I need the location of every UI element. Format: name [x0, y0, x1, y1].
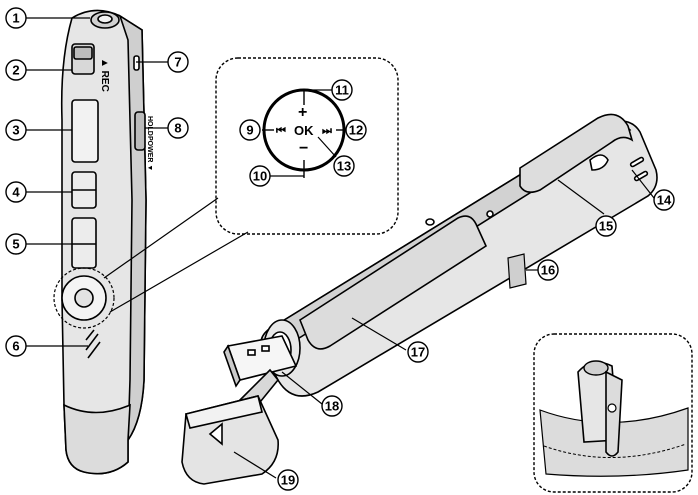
rec-button-top: [73, 46, 93, 60]
dial-highlight-circle: [53, 267, 115, 329]
usb-contact-2: [261, 345, 270, 352]
callout-leaders: [26, 17, 655, 479]
svg-text:14: 14: [657, 193, 672, 208]
dial-plus-label: +: [298, 104, 307, 121]
callout-11: 11: [331, 79, 353, 101]
button-lower[interactable]: [71, 217, 97, 269]
callout-12: 12: [345, 119, 367, 141]
inset-connector-bottom: [109, 231, 249, 313]
callout-3: 3: [5, 119, 27, 141]
callout-7: 7: [167, 51, 189, 73]
svg-text:17: 17: [411, 345, 425, 360]
earphone-jack: [133, 55, 140, 71]
svg-text:18: 18: [325, 399, 339, 414]
svg-text:13: 13: [337, 159, 351, 174]
callout-2: 2: [5, 59, 27, 81]
callout-10: 10: [249, 165, 271, 187]
svg-text:16: 16: [541, 263, 555, 278]
svg-text:6: 6: [12, 339, 19, 354]
svg-text:4: 4: [12, 185, 20, 200]
callout-markers: 1 2 3 4 5 6 7 8 9 10 11 12 13 14 15 16 1…: [5, 7, 675, 491]
svg-text:7: 7: [174, 55, 181, 70]
callout-8: 8: [167, 117, 189, 139]
callout-19: 19: [277, 469, 299, 491]
callout-1: 1: [5, 7, 27, 29]
speaker-grille: [85, 329, 101, 359]
pocket-clip-screw: [607, 403, 617, 413]
svg-text:5: 5: [12, 237, 19, 252]
usb-cap: [181, 368, 280, 485]
clip-screw: [589, 154, 609, 171]
svg-text:11: 11: [335, 83, 349, 98]
callout-18: 18: [321, 395, 343, 417]
svg-text:3: 3: [12, 123, 19, 138]
svg-text:12: 12: [349, 123, 363, 138]
dial-rewind-label: ⏮: [276, 125, 286, 137]
inset-connector-top: [103, 197, 219, 279]
pocket-clip: [605, 370, 623, 457]
power-label: POWER ▼: [146, 136, 153, 171]
recorder-front-view: [60, 9, 147, 475]
belt-clip[interactable]: [519, 113, 634, 194]
usb-contact-1: [247, 349, 256, 356]
display-screen: [71, 99, 99, 163]
callout-4: 4: [5, 181, 27, 203]
hold-power-switch[interactable]: [134, 111, 146, 151]
card-slot-tag: [507, 253, 527, 289]
svg-text:8: 8: [174, 121, 181, 136]
microphone-grille: [97, 14, 113, 24]
dial-minus-label: −: [299, 140, 308, 157]
rec-label: ▲ REC: [99, 58, 110, 92]
pocket-clip-inset: [533, 333, 693, 493]
svg-text:9: 9: [246, 123, 253, 138]
usb-plug-side: [223, 344, 241, 388]
recorder-rear-view: [223, 113, 658, 397]
svg-text:1: 1: [12, 11, 19, 26]
cap-arrow: [208, 422, 223, 446]
callout-9: 9: [239, 119, 261, 141]
dial-forward-label: ⏭: [322, 125, 332, 137]
svg-text:10: 10: [253, 169, 267, 184]
svg-text:2: 2: [12, 63, 19, 78]
battery-cover: [299, 215, 488, 350]
callout-5: 5: [5, 233, 27, 255]
recorder-cap: [63, 403, 131, 475]
front-dial-center: [74, 288, 94, 308]
stereo-mic-mark: [629, 156, 645, 168]
cap-top: [185, 395, 263, 429]
callout-15: 15: [595, 215, 617, 237]
pocket-stitch: [543, 443, 687, 459]
dial-ok-label: OK: [294, 123, 314, 138]
pocket-recorder-mic: [583, 360, 609, 376]
callout-6: 6: [5, 335, 27, 357]
callout-17: 17: [407, 341, 429, 363]
svg-text:15: 15: [599, 219, 613, 234]
hold-label: HOLD: [146, 116, 153, 136]
callout-16: 16: [537, 259, 559, 281]
svg-text:19: 19: [281, 473, 295, 488]
callout-14: 14: [653, 189, 675, 211]
callout-13: 13: [333, 155, 355, 177]
leader-ok: [317, 136, 337, 158]
dial-detail-inset: [215, 57, 399, 235]
strap-hole: [425, 218, 435, 226]
reset-hole: [486, 210, 494, 218]
